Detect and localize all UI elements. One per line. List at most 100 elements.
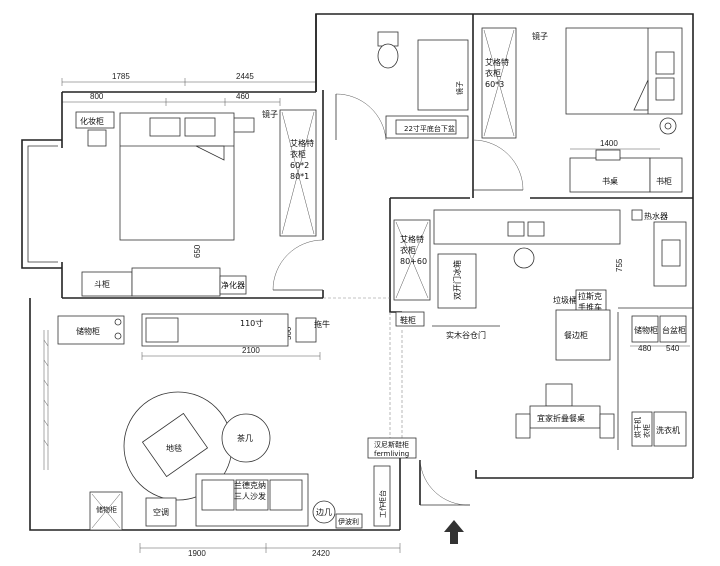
dresser	[75, 111, 115, 129]
nightstand-right	[231, 117, 255, 133]
dryer-l1: 烘干机	[633, 417, 642, 438]
bookcase	[649, 157, 683, 193]
dim-dresser-width: 800	[90, 92, 104, 101]
trolley-l1: 拉斯克	[578, 291, 602, 301]
stove	[661, 239, 681, 267]
tv-board-label: 拖牛	[314, 319, 330, 329]
water-heater	[631, 209, 643, 221]
storage-right-label: 储物柜	[634, 325, 658, 335]
fridge-label: 双开门冰箱	[452, 260, 462, 300]
hanis-l2: fermliving	[374, 450, 409, 458]
storage-corner-label: 储物柜	[96, 505, 117, 514]
bed-pillow-2	[184, 117, 216, 137]
storage-right	[631, 315, 659, 343]
fridge	[437, 253, 477, 309]
dryer-l2: 衣柜	[642, 424, 651, 438]
bookcase-label: 书柜	[656, 176, 672, 186]
carpet-label: 地毯	[166, 443, 182, 453]
shoe-cabinet	[395, 311, 425, 327]
wardrobe-master-l1: 艾格特	[290, 138, 314, 148]
counter-cabinet	[659, 315, 687, 343]
counter-cabinet-label: 台盆柜	[662, 325, 686, 335]
stool-label: 伊波利	[338, 517, 359, 526]
kitchen-counter-top	[433, 209, 621, 245]
sofa-l1: 兰德克纳	[234, 480, 266, 490]
storage-left	[57, 315, 125, 345]
entrance-arrow-icon	[444, 520, 464, 544]
tv-cabinet-bedroom	[131, 267, 221, 297]
dining-chair-left	[515, 413, 531, 439]
ac-label: 空调	[153, 507, 169, 517]
side-table-label: 边几	[316, 507, 332, 517]
dim-bottom-right: 2420	[312, 549, 330, 558]
sink-label: 22寸平底台下盆	[404, 124, 455, 133]
stool	[335, 513, 363, 529]
dim-washer-width-right: 540	[666, 344, 680, 353]
dim-top-right: 2445	[236, 72, 254, 81]
work-cabinet	[373, 465, 391, 527]
dim-tv-length: 2100	[242, 346, 260, 355]
dining-chair-right	[599, 413, 615, 439]
hanis-cabinet	[367, 437, 417, 459]
wardrobe-master-l4: 80*1	[290, 172, 309, 181]
tea-table-label: 茶几	[237, 433, 253, 443]
dim-fridge-gap: 755	[615, 258, 624, 272]
side-table	[312, 500, 336, 524]
sofa-seat-2	[235, 479, 269, 511]
ac-unit	[145, 497, 177, 527]
storage-left-label: 储物柜	[76, 326, 100, 336]
dim-washer-width: 480	[638, 344, 652, 353]
dining-table-label: 宜家折叠餐桌	[537, 413, 585, 423]
wardrobe-entry-l3: 80+60	[400, 257, 427, 266]
purifier	[219, 275, 247, 295]
kitchen-sink-1	[507, 221, 525, 237]
purifier-label: 净化器	[221, 280, 245, 290]
sink-basin	[395, 119, 457, 135]
sofa-l2: 三人沙发	[234, 491, 266, 501]
tv-cabinet-left	[145, 317, 179, 343]
dim-tv-depth: 500	[284, 326, 293, 340]
washer-label: 洗衣机	[656, 425, 680, 435]
shower-area	[417, 39, 469, 111]
second-bed-pillow-1	[655, 51, 675, 75]
bathroom-mirror-label: 镜子	[455, 81, 464, 95]
sideboard-label: 餐边柜	[564, 330, 588, 340]
window-hatch-left	[43, 330, 49, 470]
wardrobe-master-l2: 衣柜	[290, 149, 306, 159]
walls	[21, 13, 694, 531]
barn-door-label: 实木谷仓门	[446, 330, 486, 340]
work-cabinet-label: 工作柜台	[378, 490, 387, 518]
tv-board	[295, 317, 317, 343]
wardrobe-second-l1: 艾格特	[485, 57, 509, 67]
carpet-table	[141, 412, 209, 478]
trolley-l2: 手推车	[578, 302, 602, 312]
wardrobe-entry-l1: 艾格特	[400, 234, 424, 244]
bucket-cabinet-label: 斗柜	[94, 279, 110, 289]
tea-table	[221, 413, 271, 463]
wardrobe-second-l3: 60*3	[485, 80, 504, 89]
dresser-label: 化妆柜	[80, 116, 104, 126]
sofa-seat-1	[201, 479, 235, 511]
chef-figure	[513, 247, 535, 269]
nightstand-left	[87, 129, 107, 147]
dining-chair-top	[545, 383, 573, 407]
dim-bed-clearance: 650	[193, 244, 202, 258]
wardrobe-entry-l2: 衣柜	[400, 245, 416, 255]
trash-bin-label: 垃圾桶	[553, 295, 577, 305]
floor-lamp	[659, 117, 677, 135]
dim-top-left: 1785	[112, 72, 130, 81]
wardrobe-master-l3: 60*2	[290, 161, 309, 170]
shoe-cabinet-label: 鞋柜	[400, 315, 416, 325]
sofa-seat-3	[269, 479, 303, 511]
kitchen-sink-2	[527, 221, 545, 237]
second-bed-pillow-2	[655, 77, 675, 101]
bucket-cabinet	[81, 271, 133, 297]
hanis-l1: 汉尼斯鞋柜	[374, 440, 409, 449]
mirror-second-label: 镜子	[532, 31, 548, 41]
desk-chair	[595, 149, 621, 161]
washer	[653, 411, 687, 447]
wardrobe-second-l2: 衣柜	[485, 68, 501, 78]
desk-label: 书桌	[602, 176, 618, 186]
sideboard	[555, 309, 611, 361]
